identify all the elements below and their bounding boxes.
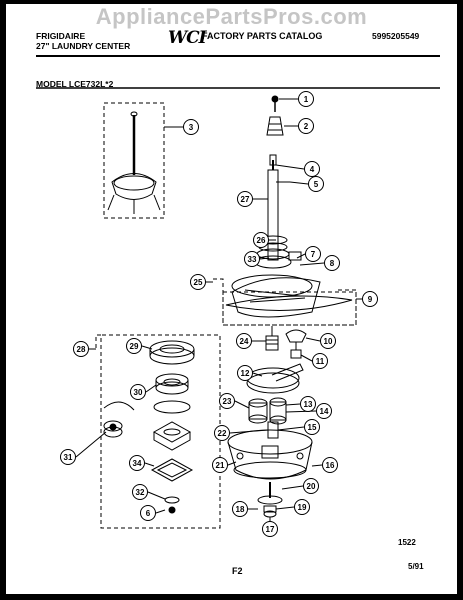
watermark: AppliancePartsPros.com — [95, 4, 368, 29]
callout-3: 3 — [183, 119, 199, 135]
date-label: 5/91 — [408, 562, 424, 571]
callout-29: 29 — [126, 338, 142, 354]
parts-sheet — [6, 4, 457, 594]
callout-26: 26 — [253, 232, 269, 248]
callout-31: 31 — [60, 449, 76, 465]
dashed-box-part-9 — [222, 291, 357, 326]
callout-11: 11 — [312, 353, 328, 369]
callout-24: 24 — [236, 333, 252, 349]
callout-23: 23 — [219, 393, 235, 409]
callout-22: 22 — [214, 425, 230, 441]
callout-13: 13 — [300, 396, 316, 412]
callout-1: 1 — [298, 91, 314, 107]
callout-2: 2 — [298, 118, 314, 134]
callout-33: 33 — [244, 251, 260, 267]
callout-14: 14 — [316, 403, 332, 419]
callout-32: 32 — [132, 484, 148, 500]
callout-10: 10 — [320, 333, 336, 349]
callout-19: 19 — [294, 499, 310, 515]
callout-12: 12 — [237, 365, 253, 381]
callout-8: 8 — [324, 255, 340, 271]
page-label: F2 — [232, 566, 243, 576]
callout-15: 15 — [304, 419, 320, 435]
callout-7: 7 — [305, 246, 321, 262]
callout-9: 9 — [362, 291, 378, 307]
callout-25: 25 — [190, 274, 206, 290]
callout-18: 18 — [232, 501, 248, 517]
product-label: 27" LAUNDRY CENTER — [36, 41, 131, 51]
catalog-number: 5995205549 — [372, 31, 420, 41]
callout-28: 28 — [73, 341, 89, 357]
callout-34: 34 — [129, 455, 145, 471]
dashed-box-part-3 — [103, 102, 165, 219]
callout-17: 17 — [262, 521, 278, 537]
figure-number: 1522 — [398, 538, 416, 547]
callout-16: 16 — [322, 457, 338, 473]
callout-30: 30 — [130, 384, 146, 400]
callout-20: 20 — [303, 478, 319, 494]
callout-6: 6 — [140, 505, 156, 521]
wci-logo: WCI — [168, 28, 207, 48]
brand-label: FRIGIDAIRE — [36, 31, 86, 41]
callout-27: 27 — [237, 191, 253, 207]
callout-4: 4 — [304, 161, 320, 177]
model-label: MODEL LCE732L*2 — [36, 79, 114, 89]
callout-5: 5 — [308, 176, 324, 192]
catalog-title: FACTORY PARTS CATALOG — [202, 31, 323, 41]
callout-21: 21 — [212, 457, 228, 473]
